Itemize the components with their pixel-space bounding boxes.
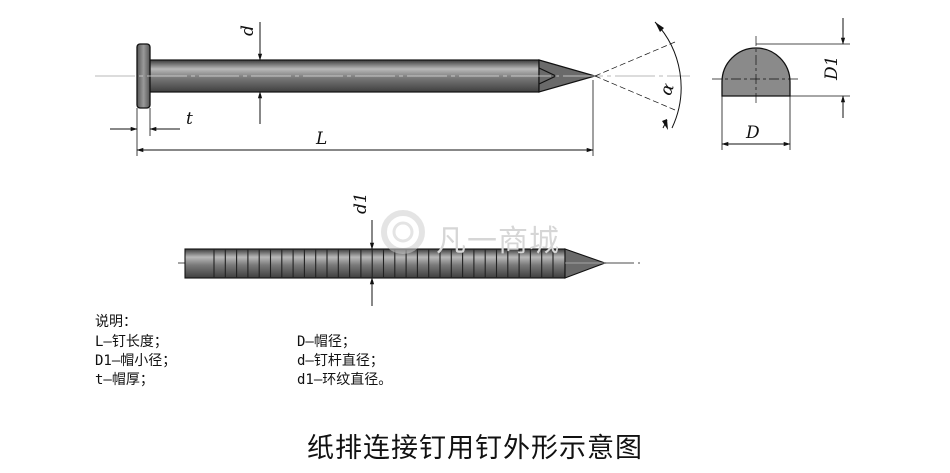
dim-label-t: t	[186, 109, 193, 129]
legend-item-L: L—钉长度；	[95, 334, 168, 350]
figure-caption: 纸排连接钉用钉外形示意图	[307, 433, 643, 464]
watermark-logo	[381, 210, 425, 254]
nail-side-view: d t L α	[95, 21, 690, 156]
legend-item-t: t—帽厚；	[95, 372, 154, 388]
watermark-text: 凡一商城	[436, 224, 560, 259]
ring-grooves	[213, 249, 554, 278]
ring-shank-view: d1	[178, 192, 640, 306]
dim-label-alpha: α	[656, 80, 679, 98]
legend-item-d1: d1—环纹直径。	[297, 372, 393, 388]
dim-label-d1: d1	[351, 192, 371, 214]
legend-title: 说明：	[95, 314, 137, 330]
legend-item-D1: D1—帽小径；	[95, 353, 177, 369]
dim-label-d: d	[238, 25, 258, 36]
dim-label-L: L	[315, 129, 327, 149]
ring-nail-point	[564, 248, 607, 279]
legend-item-D: D—帽径；	[297, 334, 356, 350]
head-end-view: D1 D	[712, 18, 850, 150]
dim-label-D1: D1	[822, 56, 842, 81]
legend-item-d: d—钉杆直径；	[297, 353, 384, 369]
head-profile	[721, 47, 791, 97]
dim-label-D: D	[745, 123, 760, 143]
